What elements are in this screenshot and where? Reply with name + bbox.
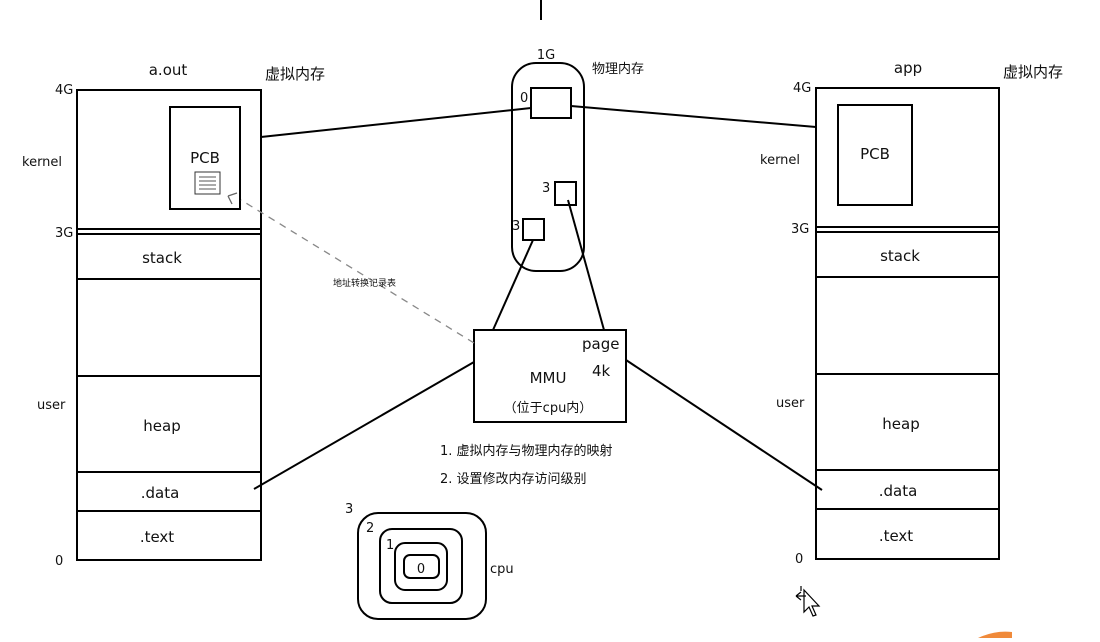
mmu: MMU （位于cpu内） page 4k [473,329,627,423]
left-data-label: .data [141,484,180,502]
left-address-space [76,89,262,561]
left-heap-label: heap [143,417,180,435]
cpu-ring-3-label: 3 [345,502,353,517]
left-process-title: a.out [149,61,188,79]
left-addr-0: 0 [55,554,63,569]
mapping-connectors [227,105,823,491]
dashed-address-table-line [240,199,475,344]
connector-page3a-to-mmu [567,199,605,331]
cpu-ring-1 [394,542,448,591]
cpu-label: cpu [490,562,514,577]
physical-page-3b-label: 3 [512,219,520,234]
right-kernel-label: kernel [760,153,800,168]
left-vm-label: 虚拟内存 [265,65,325,83]
left-addr-3g: 3G [55,226,73,241]
physical-memory-label: 物理内存 [592,61,644,77]
physical-memory-capsule [511,62,585,272]
note-2: 2. 设置修改内存访问级别 [440,471,587,487]
right-addr-3g: 3G [791,222,809,237]
arrow-head-icon [227,192,238,205]
left-kernel-label: kernel [22,155,62,170]
physical-page-3b [522,218,545,241]
right-process-title: app [894,59,922,77]
cpu-ring-1-label: 1 [386,538,394,553]
cpu-ring-2 [379,528,463,604]
right-heap-label: heap [882,415,919,433]
cpu-ring-3 [357,512,487,620]
left-text-label: .text [140,528,174,546]
cpu-ring-0-label: 0 [417,562,425,577]
cpu-privilege-rings: 3 2 1 0 cpu [345,502,514,620]
physical-page-3a [554,181,577,206]
right-addr-0: 0 [795,552,803,567]
left-pcb-label: PCB [190,149,220,167]
physical-page-0-label: 0 [520,91,528,106]
left-pcb-table-icon [194,171,221,195]
address-table-label: 地址转换记录表 [333,277,396,289]
left-pcb-box [169,106,241,210]
mmu-page-label: page [582,335,619,353]
physical-page-3a-label: 3 [542,181,550,196]
connector-page0-to-right-pcb [570,105,817,128]
cpu-ring-0 [403,554,440,579]
physical-page-0 [530,87,572,119]
left-user-label: user [37,398,66,413]
right-text-label: .text [879,527,913,545]
cpu-ring-2-label: 2 [366,521,374,536]
note-1: 1. 虚拟内存与物理内存的映射 [440,443,613,459]
right-stack-label: stack [880,247,920,265]
right-pcb-box [837,104,913,206]
left-process: a.out 虚拟内存 4G 3G 0 kernel user PCB stack… [22,61,325,569]
mmu-subtitle: （位于cpu内） [504,400,593,416]
physical-memory-size: 1G [537,48,555,63]
connector-left-data-to-mmu [253,361,475,490]
physical-memory: 1G 物理内存 0 3 3 [511,48,644,272]
mouse-cursor-icon [795,586,821,617]
mmu-title: MMU [530,369,567,387]
connector-left-pcb-to-page0 [260,107,532,138]
mmu-page-size: 4k [592,362,611,380]
corner-accent [978,631,1012,638]
right-pcb-label: PCB [860,145,890,163]
right-vm-label: 虚拟内存 [1003,63,1063,81]
right-address-space [815,87,1000,560]
right-data-label: .data [879,482,918,500]
connector-mmu-to-right-data [625,359,823,491]
mmu-box [473,329,627,423]
right-user-label: user [776,396,805,411]
left-addr-4g: 4G [55,83,73,98]
left-stack-label: stack [142,249,182,267]
right-process: app 虚拟内存 4G 3G 0 kernel user PCB stack h… [760,59,1063,567]
connector-page3b-to-mmu [492,239,534,331]
right-addr-4g: 4G [793,81,811,96]
